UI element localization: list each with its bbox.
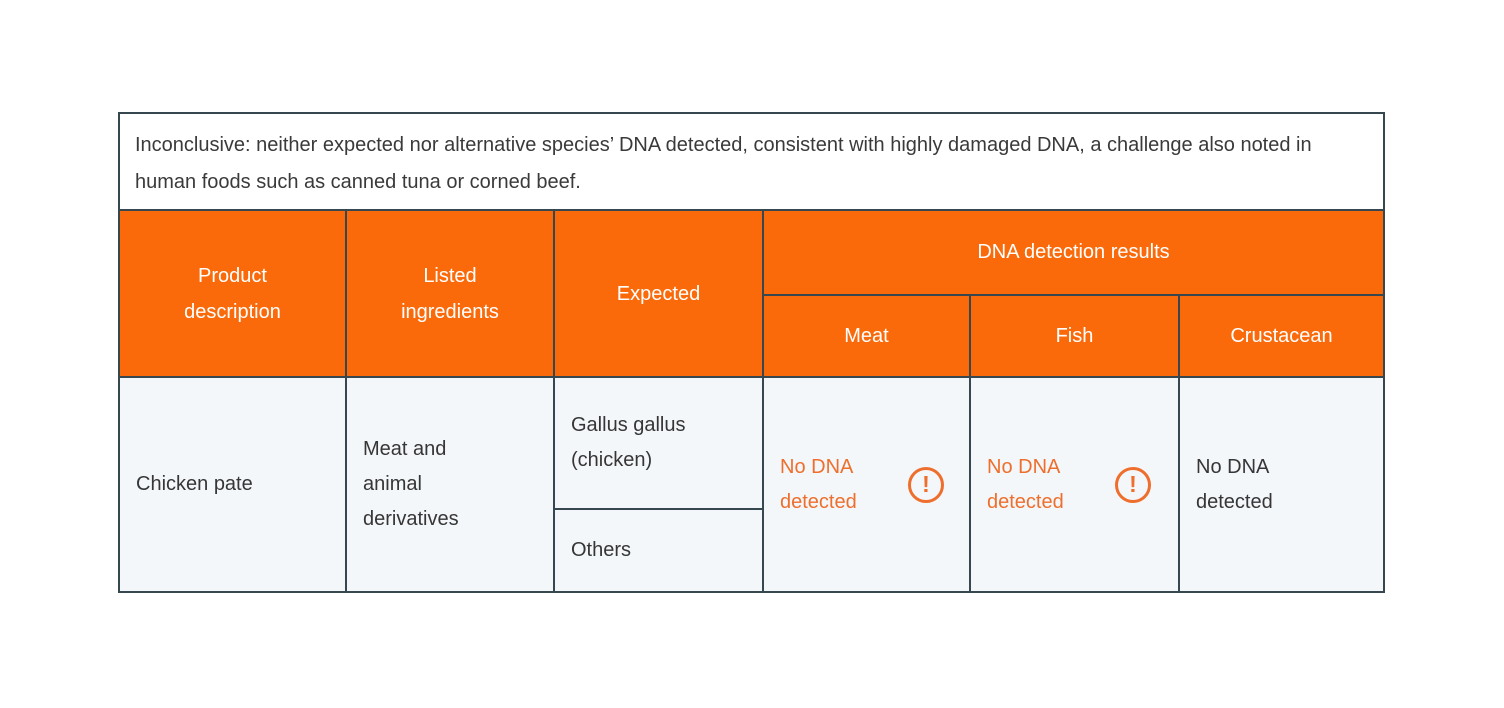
cell-text: Meat and animal derivatives	[363, 438, 459, 530]
cell-text: Gallus gallus (chicken)	[571, 414, 686, 471]
table-row: Chicken pate Meat and animal derivatives…	[120, 378, 1383, 591]
cell-text: Chicken pate	[136, 473, 253, 495]
column-header-product-description: Product description	[120, 211, 347, 376]
column-header-crustacean: Crustacean	[1180, 296, 1383, 376]
column-header-dna-detection-results: DNA detection results	[764, 211, 1383, 296]
column-header-label: Product description	[184, 264, 281, 323]
cell-text: No DNA detected	[1196, 455, 1273, 513]
column-header-label: DNA detection results	[977, 241, 1170, 263]
column-group-dna-detection-results: DNA detection results Meat Fish Crustace…	[764, 211, 1383, 376]
column-header-meat: Meat	[764, 296, 971, 376]
cell-expected-primary: Gallus gallus (chicken)	[555, 378, 762, 510]
column-header-fish: Fish	[971, 296, 1180, 376]
dna-results-table: Inconclusive: neither expected nor alter…	[118, 112, 1385, 593]
cell-listed-ingredients: Meat and animal derivatives	[347, 378, 555, 591]
inconclusive-note: Inconclusive: neither expected nor alter…	[120, 114, 1383, 211]
exclamation-circle-icon: !	[1115, 466, 1151, 503]
cell-meat-result: No DNA detected !	[764, 378, 971, 591]
cell-crustacean-result: No DNA detected	[1180, 378, 1383, 591]
table-header: Product description Listed ingredients E…	[120, 211, 1383, 378]
cell-text: No DNA detected	[987, 455, 1064, 513]
inconclusive-note-text: Inconclusive: neither expected nor alter…	[135, 134, 1312, 193]
column-header-label: Fish	[1055, 325, 1094, 347]
exclamation-circle-icon: !	[908, 466, 944, 503]
cell-product-description: Chicken pate	[120, 378, 347, 591]
cell-fish-result: No DNA detected !	[971, 378, 1180, 591]
cell-expected: Gallus gallus (chicken) Others	[555, 378, 764, 591]
column-header-expected: Expected	[555, 211, 764, 376]
cell-expected-secondary: Others	[555, 510, 762, 591]
sub-header-row: Meat Fish Crustacean	[764, 296, 1383, 376]
column-header-label: Expected	[616, 282, 701, 305]
column-header-label: Listed ingredients	[401, 264, 499, 323]
cell-text: Others	[571, 539, 632, 561]
column-header-label: Meat	[844, 325, 889, 347]
column-header-listed-ingredients: Listed ingredients	[347, 211, 555, 376]
cell-text: No DNA detected	[780, 455, 857, 513]
column-header-label: Crustacean	[1230, 325, 1333, 347]
